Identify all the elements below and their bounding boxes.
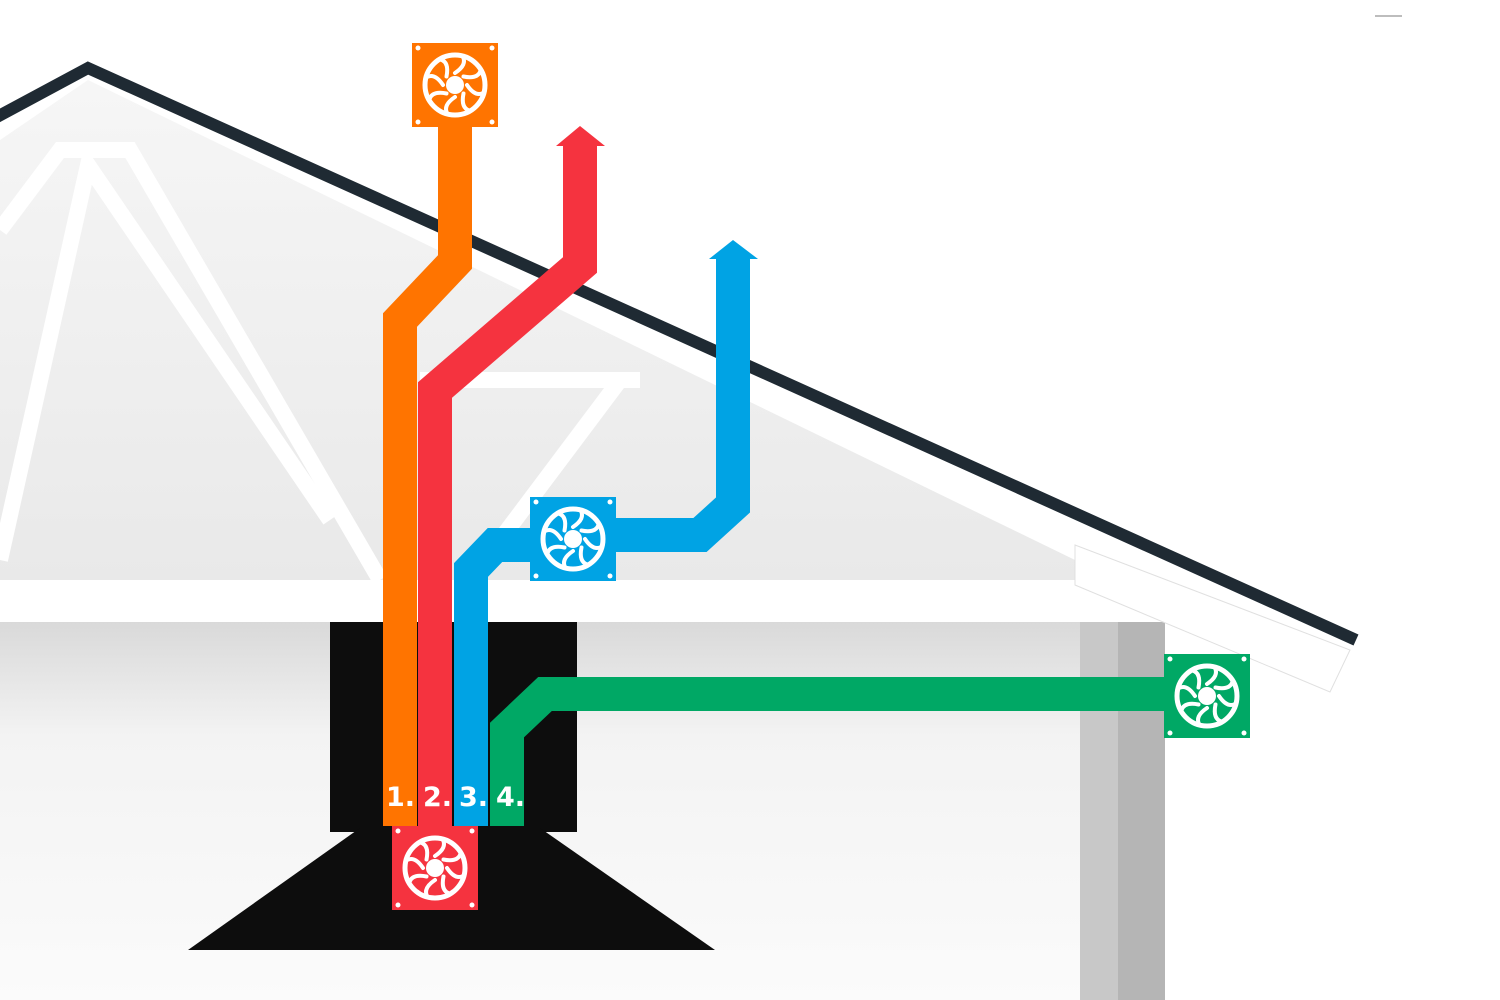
roof-eave (1074, 544, 1351, 693)
duct-1-orange (383, 127, 472, 826)
arrow-up-icon (556, 126, 605, 146)
fan-red (392, 826, 478, 910)
fan-green (1164, 654, 1250, 738)
roof-line (0, 61, 1359, 646)
fan-blue (530, 497, 616, 581)
duct-label-3: 3. (459, 782, 488, 813)
attic-space (0, 80, 1075, 580)
duct-label-4: 4. (496, 782, 525, 813)
ceiling-beam (0, 580, 1090, 622)
house (0, 15, 1402, 1000)
arrow-up-icon (709, 240, 758, 259)
duct-2-red (418, 145, 597, 826)
fan-orange (412, 43, 498, 127)
duct-label-2: 2. (423, 782, 452, 813)
chimney (330, 622, 577, 832)
duct-4-green (490, 677, 1170, 826)
duct-3-blue-lower (454, 528, 540, 826)
duct-label-1: 1. (386, 782, 415, 813)
duct-3-blue (570, 258, 750, 552)
